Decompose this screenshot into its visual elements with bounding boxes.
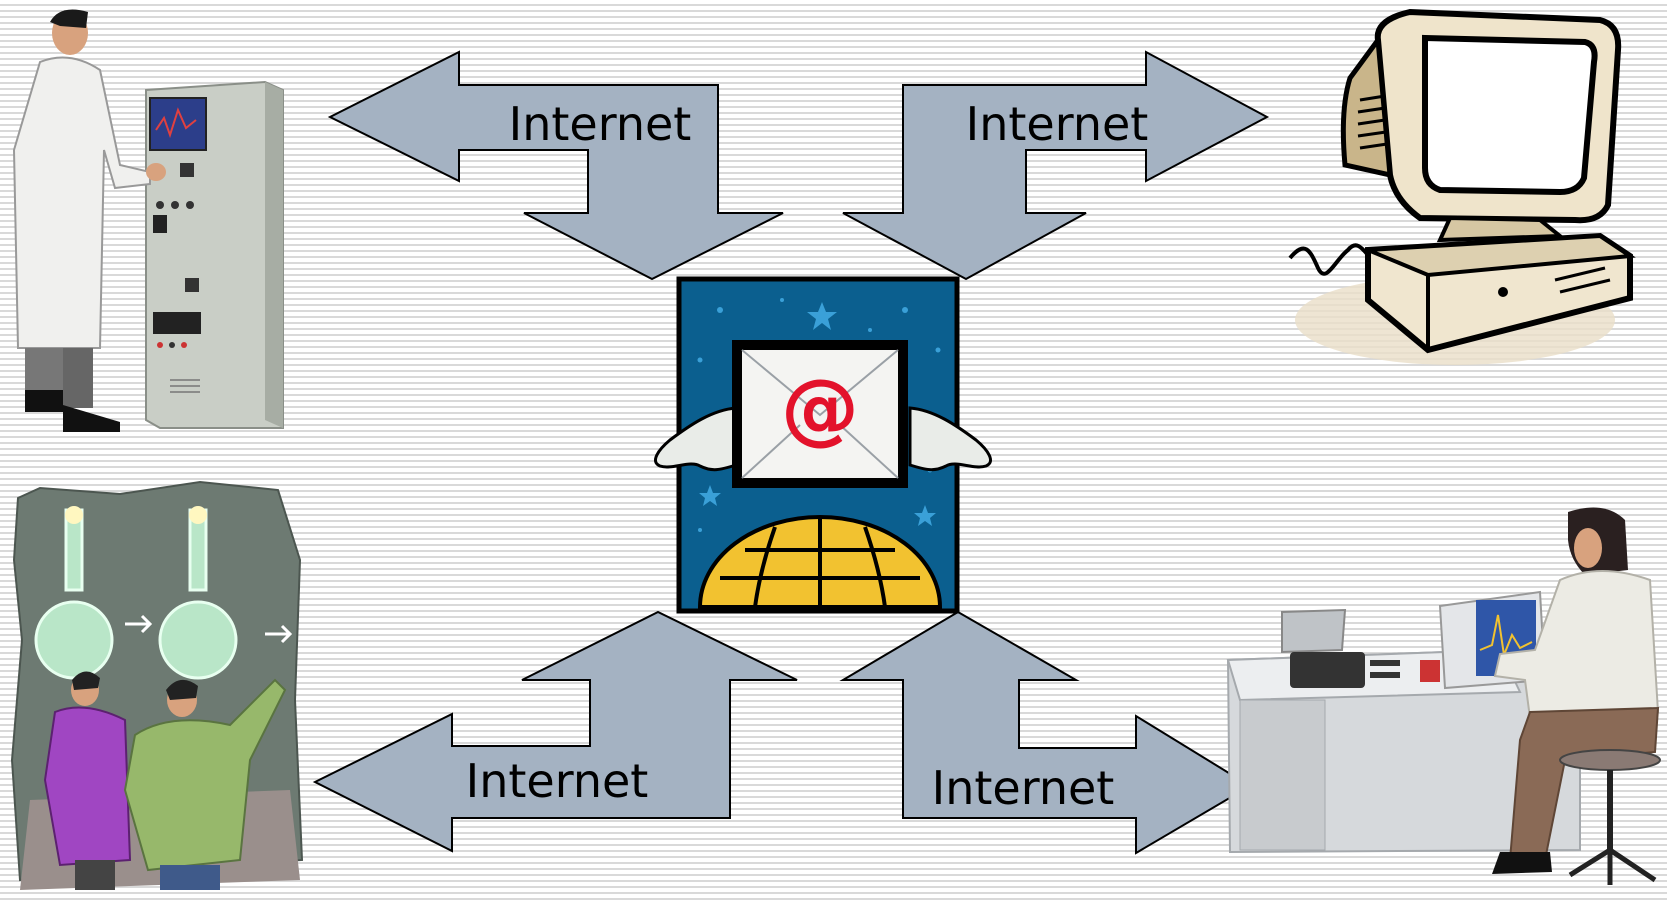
email-envelope-at-icon: @ xyxy=(654,276,992,614)
arrow-label-top-right: Internet xyxy=(966,97,1149,151)
arrow-label-bottom-left: Internet xyxy=(466,754,649,808)
arrow-bottom-left: Internet xyxy=(312,610,798,853)
arrow-label-bottom-right: Internet xyxy=(932,761,1115,815)
arrow-label-top-left: Internet xyxy=(509,97,692,151)
arrow-top-left: Internet xyxy=(327,50,784,281)
at-symbol: @ xyxy=(781,364,859,454)
arrow-bottom-right: Internet xyxy=(839,610,1252,855)
scientist-with-instrument-icon xyxy=(12,9,284,432)
person-at-lab-workstation-icon xyxy=(1226,507,1661,885)
arrow-top-right: Internet xyxy=(842,50,1270,281)
scientists-at-blackboard-icon xyxy=(10,480,304,890)
desktop-computer-icon xyxy=(1288,8,1636,365)
